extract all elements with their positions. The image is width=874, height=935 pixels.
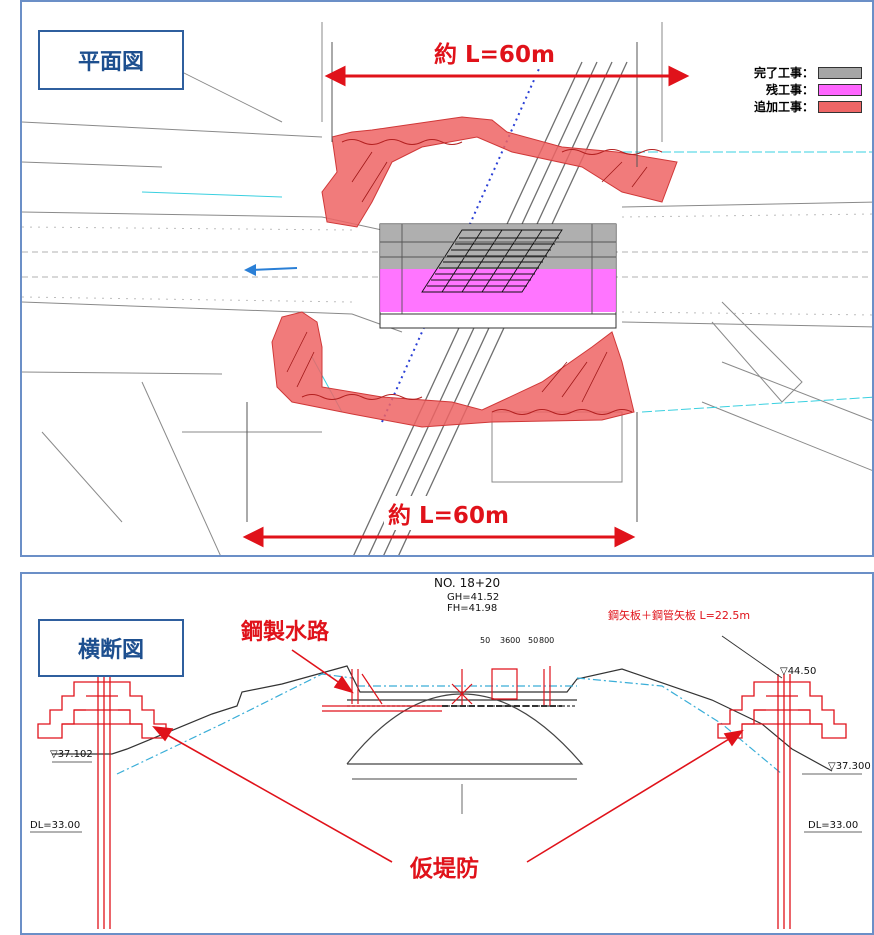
dim-label: 50 <box>480 636 491 645</box>
station-label: NO. 18+20 <box>434 576 501 590</box>
plan-drawing <box>22 22 872 555</box>
legend-item-additional: 追加工事： <box>752 98 862 115</box>
legend-swatch <box>818 83 862 96</box>
legend-item-completed: 完了工事： <box>752 64 862 81</box>
dim-label: 800 <box>539 636 555 645</box>
section-drawing <box>30 635 862 929</box>
legend-label: 残工事： <box>765 83 814 97</box>
width-label-top: 約 L=60m <box>430 35 559 69</box>
left-ground-level: ▽37.102 <box>50 749 93 760</box>
fh-label: FH=41.98 <box>447 603 498 614</box>
legend-item-remaining: 残工事： <box>752 81 862 98</box>
right-ground-level: ▽37.300 <box>828 761 871 772</box>
legend-swatch <box>818 66 862 79</box>
plan-view-panel: 平面図 約 L=60m 約 L=60m 完了工事： 残工事： 追加工事： <box>20 0 874 557</box>
plan-view-title: 平面図 <box>38 30 184 90</box>
gh-label: GH=41.52 <box>447 592 500 603</box>
temporary-levee-label: 仮堤防 <box>406 849 483 883</box>
legend-swatch <box>818 100 862 113</box>
cross-section-title: 横断図 <box>38 619 184 677</box>
cross-section-panel: 横断図 鋼製水路 仮堤防 NO. 18+20 GH=41.52 FH=41.98… <box>20 572 874 935</box>
sheet-pile-label: 鋼矢板＋鋼管矢板 L=22.5m <box>608 609 751 622</box>
dim-label: 3600 <box>500 636 521 645</box>
steel-channel-label: 鋼製水路 <box>237 614 334 646</box>
legend: 完了工事： 残工事： 追加工事： <box>752 64 862 115</box>
width-label-bottom: 約 L=60m <box>384 496 513 530</box>
legend-label: 追加工事： <box>753 100 814 114</box>
right-datum-label: DL=33.00 <box>808 820 859 831</box>
legend-label: 完了工事： <box>753 66 814 80</box>
dim-label: 50 <box>528 636 539 645</box>
left-datum-label: DL=33.00 <box>30 820 81 831</box>
crest-level: ▽44.50 <box>780 666 817 677</box>
